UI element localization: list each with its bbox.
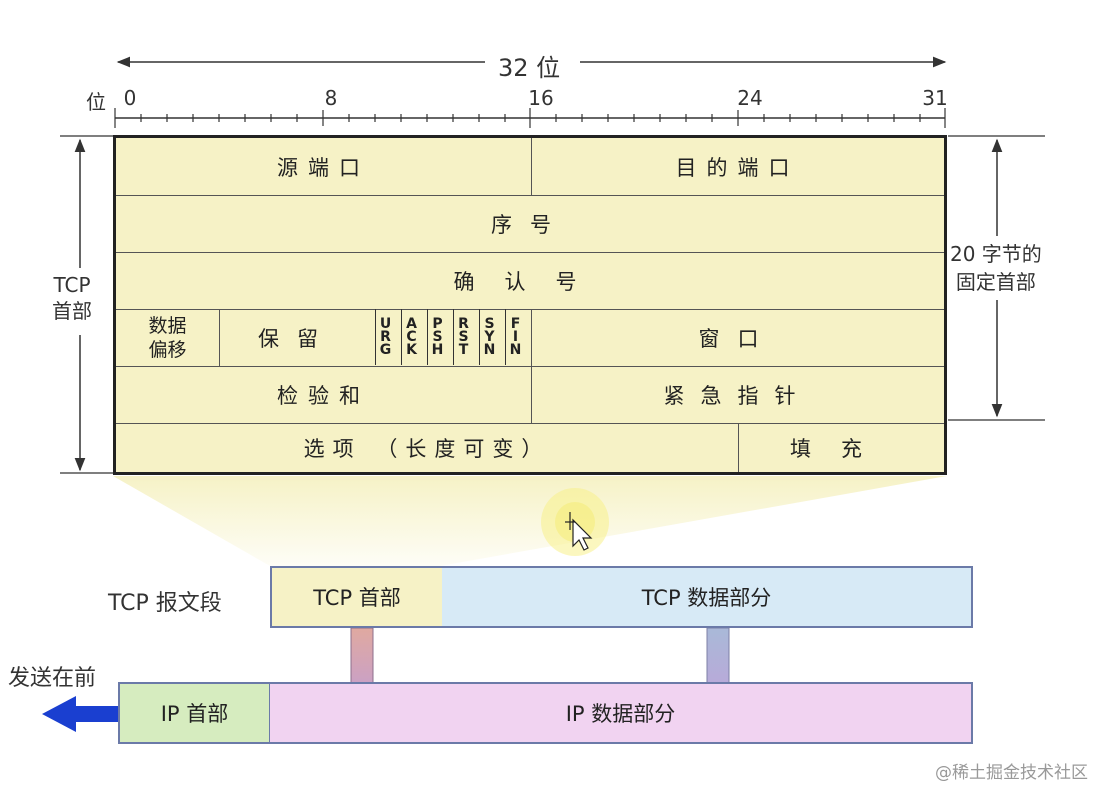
- checksum-field: 检验和: [277, 383, 370, 408]
- tcp-segment-header: TCP 首部: [272, 568, 442, 626]
- fixed-header-brace-line1: 20 字节的: [950, 242, 1042, 266]
- padding-field: 填充: [790, 436, 892, 461]
- tcp-header-brace-line2: 首部: [52, 299, 92, 323]
- bit-tick-8: 8: [324, 86, 338, 110]
- ip-datagram-bar: IP 首部 IP 数据部分: [118, 682, 973, 744]
- options-field: 选项 （长度可变）: [303, 436, 551, 461]
- watermark: @稀土掘金技术社区: [935, 763, 1088, 783]
- reserved-field: 保留: [258, 326, 336, 351]
- send-first-arrow: [42, 696, 118, 732]
- tcp-header-brace-line1: TCP: [53, 273, 91, 297]
- sequence-number-field: 序号: [491, 212, 569, 237]
- tcp-segment-label: TCP 报文段: [108, 591, 222, 616]
- tcp-header-brace-label: TCP 首部: [52, 272, 92, 324]
- data-offset-line1: 数据: [148, 314, 187, 337]
- window-field: 窗口: [698, 326, 777, 351]
- move-cursor-icon: [565, 512, 593, 551]
- bit-width-label: 32 位: [498, 54, 561, 82]
- bit-tick-31: 31: [922, 86, 948, 110]
- ip-datagram-header: IP 首部: [120, 684, 270, 742]
- tcp-segment-data: TCP 数据部分: [442, 568, 971, 626]
- bit-tick-24: 24: [737, 86, 763, 110]
- ack-number-field: 确认号: [453, 269, 607, 294]
- source-port-field: 源端口: [277, 155, 370, 180]
- data-offset-line2: 偏移: [148, 338, 187, 361]
- bit-tick-16: 16: [528, 86, 554, 110]
- tcp-segment-bar: TCP 首部 TCP 数据部分: [270, 566, 973, 628]
- fixed-header-brace-line2: 固定首部: [955, 270, 1036, 294]
- bit-axis-prefix: 位: [86, 90, 106, 114]
- dest-port-field: 目的端口: [675, 155, 800, 180]
- send-first-label: 发送在前: [8, 666, 97, 691]
- bit-tick-0: 0: [123, 86, 137, 110]
- ip-datagram-data: IP 数据部分: [270, 684, 971, 742]
- urgent-pointer-field: 紧急指针: [663, 383, 812, 408]
- fixed-header-brace-label: 20 字节的 固定首部: [950, 240, 1042, 296]
- data-offset-field: 数据 偏移: [116, 309, 219, 366]
